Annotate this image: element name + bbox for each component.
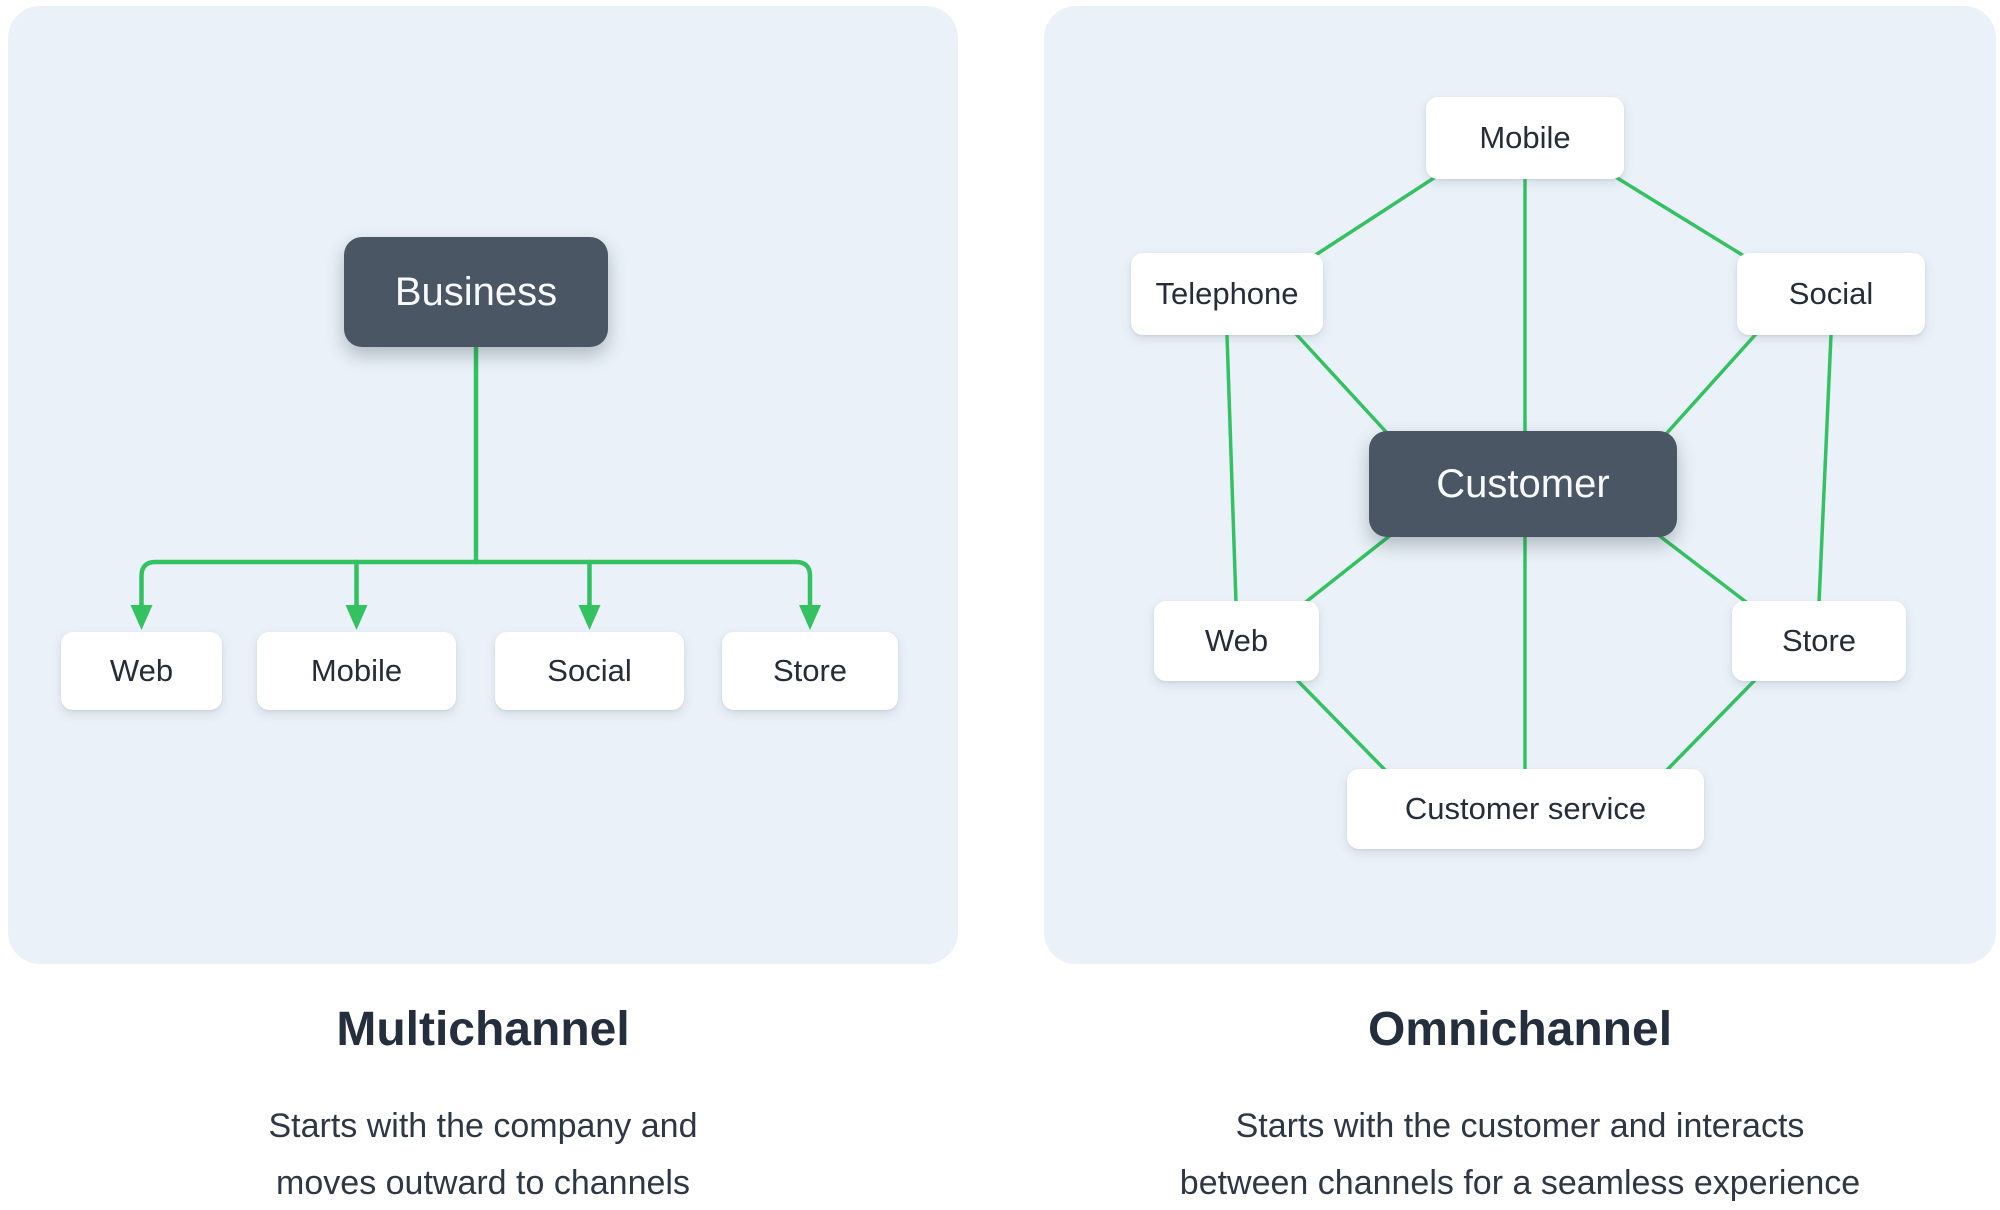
arrowhead-mobile-icon: [345, 605, 368, 630]
node-web-right-label: Web: [1204, 623, 1269, 658]
node-telephone-label: Telephone: [1155, 276, 1299, 311]
node-customer-service: Customer service: [1347, 769, 1704, 849]
node-store-right: Store: [1732, 601, 1906, 681]
omnichannel-description-line1: Starts with the customer and interacts: [1235, 1107, 1805, 1145]
node-store-left: Store: [722, 632, 898, 710]
node-customer-service-label: Customer service: [1404, 791, 1647, 826]
node-mobile-left-label: Mobile: [310, 653, 403, 688]
edge-customer-store: [1655, 532, 1752, 607]
node-business: Business: [344, 237, 608, 347]
node-telephone: Telephone: [1131, 253, 1323, 335]
multichannel-description-line1: Starts with the company and: [268, 1107, 698, 1145]
omnichannel-description: Starts with the customer and interacts b…: [1044, 1098, 1996, 1210]
node-social-right: Social: [1737, 253, 1925, 335]
edge-web-customer-service: [1294, 677, 1390, 775]
omnichannel-title: Omnichannel: [1367, 1003, 1673, 1056]
omnichannel-description-line2: between channels for a seamless experien…: [1179, 1164, 1861, 1202]
node-mobile-right: Mobile: [1426, 97, 1624, 179]
multichannel-description: Starts with the company and moves outwar…: [8, 1098, 958, 1210]
node-web-left-label: Web: [109, 653, 174, 688]
node-mobile-right-label: Mobile: [1479, 120, 1571, 155]
node-store-left-label: Store: [772, 653, 848, 688]
omnichannel-connectors: [1225, 174, 1833, 775]
omnichannel-card: Mobile Telephone Social Customer Web Sto…: [1044, 6, 1996, 964]
multichannel-card: Business Web Mobile Social Store: [8, 6, 958, 964]
node-web-left: Web: [61, 632, 222, 710]
edge-mobile-telephone: [1312, 174, 1439, 258]
node-social-right-label: Social: [1788, 276, 1874, 311]
node-mobile-left: Mobile: [257, 632, 456, 710]
multichannel-title: Multichannel: [336, 1003, 630, 1056]
node-social-left: Social: [495, 632, 684, 710]
node-web-right: Web: [1154, 601, 1319, 681]
arrowhead-web-icon: [130, 605, 153, 630]
edge-store-customer-service: [1662, 677, 1758, 775]
edge-telephone-customer: [1294, 332, 1390, 436]
node-store-right-label: Store: [1781, 623, 1857, 658]
multichannel-connectors: [130, 344, 821, 630]
edge-social-customer: [1664, 332, 1758, 436]
edge-branch-rail: [139, 559, 813, 611]
multichannel-description-line2: moves outward to channels: [276, 1164, 690, 1202]
arrowhead-social-icon: [578, 605, 601, 630]
node-customer-label: Customer: [1436, 461, 1610, 506]
node-business-label: Business: [394, 269, 558, 314]
edge-social-store: [1817, 333, 1833, 605]
edge-customer-web: [1300, 532, 1394, 607]
edge-mobile-social: [1612, 174, 1746, 258]
node-social-left-label: Social: [547, 653, 632, 688]
node-customer: Customer: [1369, 431, 1677, 537]
edge-telephone-web: [1225, 333, 1238, 605]
arrowhead-store-icon: [799, 605, 821, 630]
